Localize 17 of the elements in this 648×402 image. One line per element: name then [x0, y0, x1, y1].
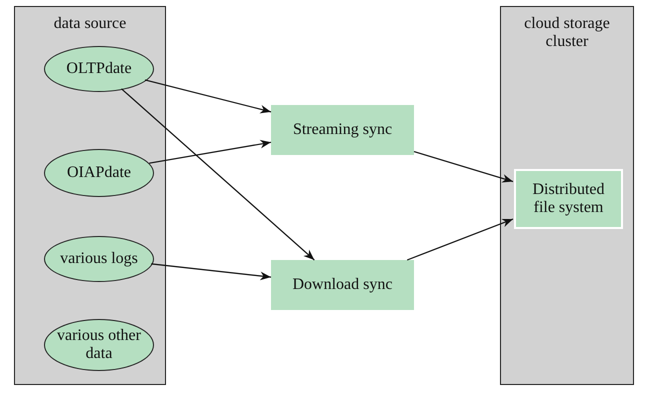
- arrow: [151, 263, 272, 280]
- arrow: [121, 88, 315, 260]
- data-ellipse: various other data: [44, 319, 154, 371]
- arrow: [149, 140, 272, 164]
- data-ellipse: OIAPdate: [44, 149, 154, 197]
- arrow: [406, 218, 514, 261]
- process-box: Streaming sync: [271, 105, 414, 155]
- data-ellipse: various logs: [44, 236, 154, 282]
- panel-title: cloud storage cluster: [523, 15, 611, 52]
- arrow: [144, 79, 272, 114]
- data-ellipse: OLTPdate: [44, 46, 154, 92]
- arrow: [414, 151, 514, 183]
- process-box: Download sync: [271, 260, 414, 310]
- panel-title: data source: [52, 15, 128, 34]
- process-box: Distributed file system: [514, 169, 623, 229]
- panel-background: [500, 6, 634, 385]
- panel-background: [14, 6, 166, 385]
